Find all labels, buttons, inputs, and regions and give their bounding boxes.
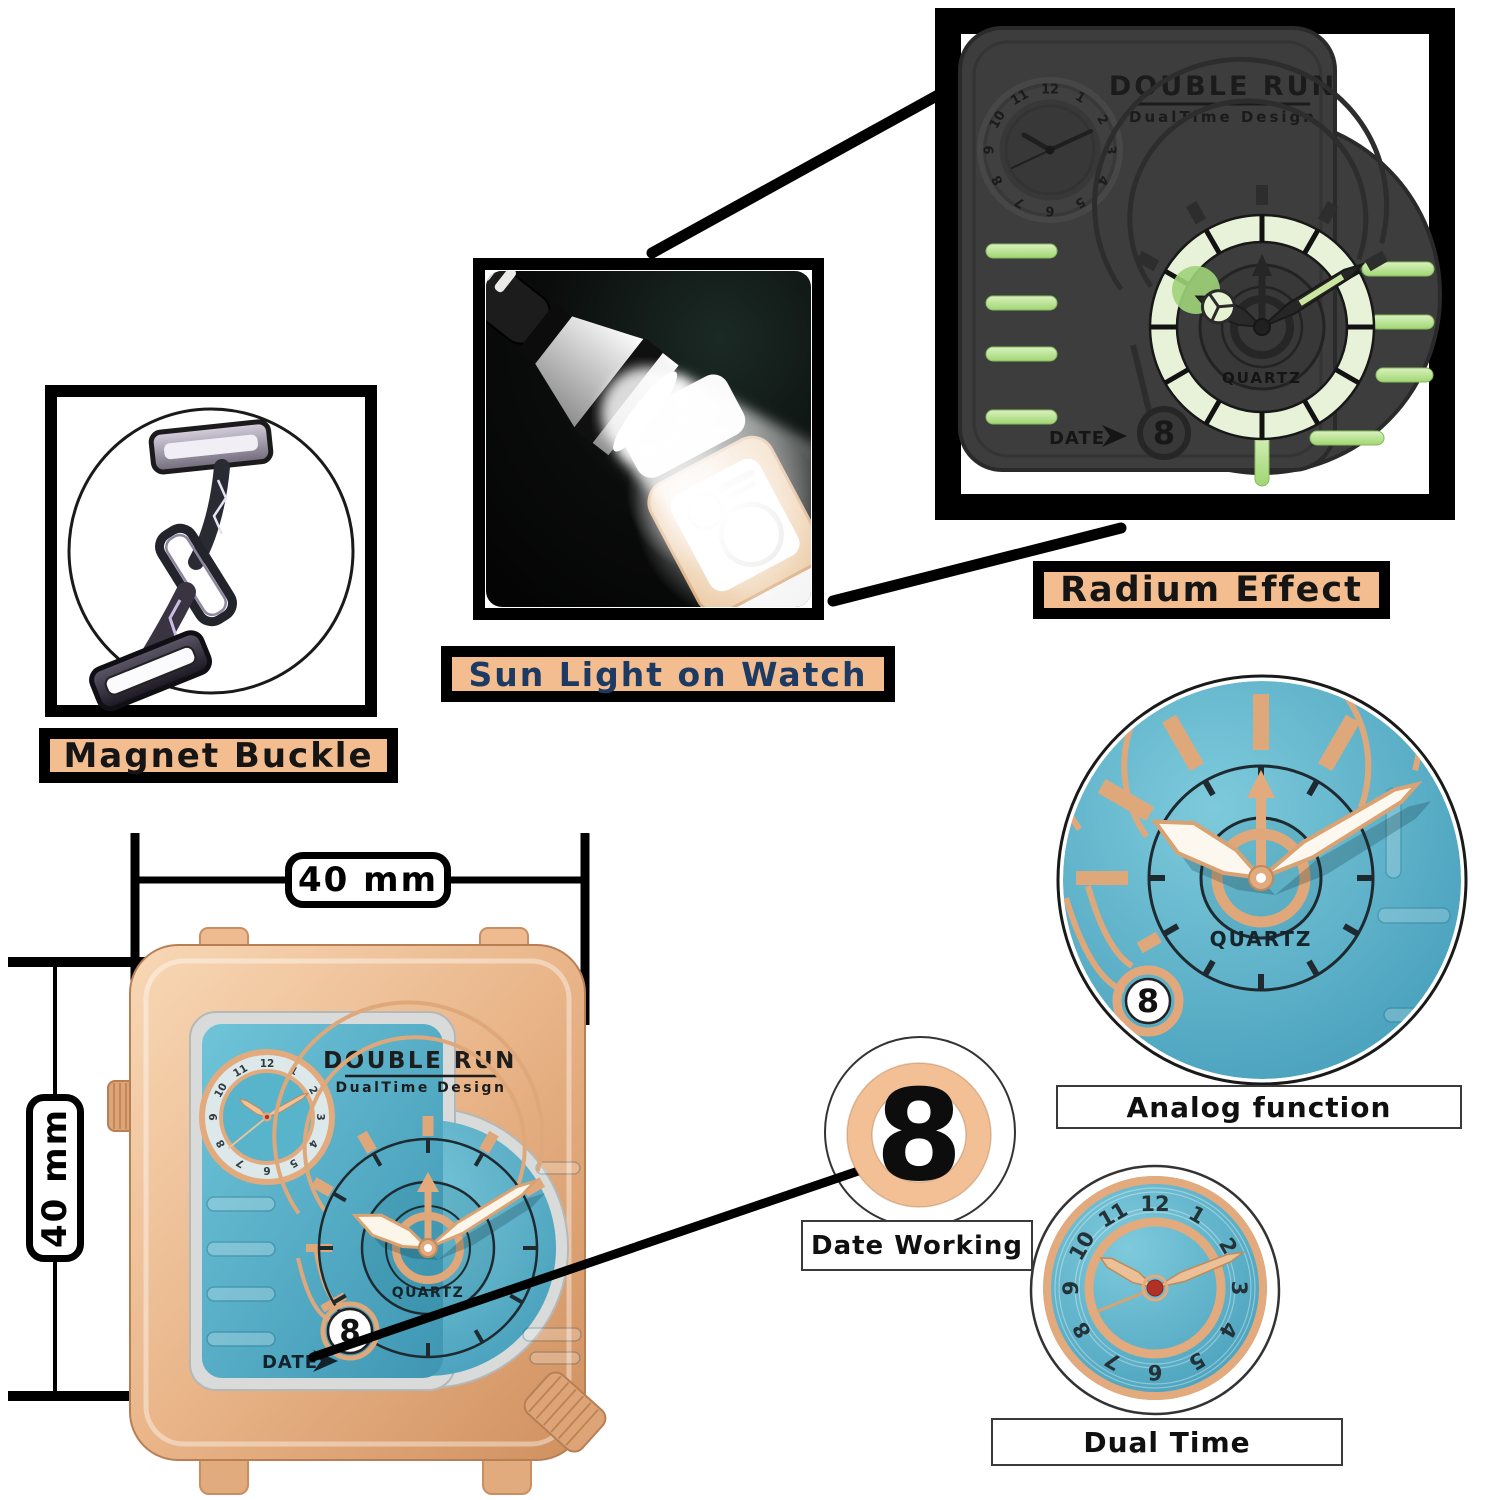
- dual-numeral: 3: [1227, 1281, 1251, 1296]
- analog-function-label-text: Analog function: [1126, 1090, 1392, 1124]
- sunlight-panel: [473, 258, 824, 620]
- dual-numeral: 9: [1059, 1281, 1083, 1296]
- radium-effect-label: Radium Effect: [1033, 561, 1390, 619]
- main-subdial-numeral: 3: [314, 1113, 326, 1120]
- main-subdial-numeral: 12: [260, 1058, 275, 1070]
- date-working-label: Date Working: [801, 1220, 1033, 1271]
- radium-minute-hand: [1261, 262, 1366, 328]
- main-watch: DOUBLE RUN DualTime Design 12 1 2 3 4 5 …: [107, 927, 607, 1495]
- radium-subdial: 12 1 2 3 4 5 6 7 8 9 10 11: [977, 77, 1123, 223]
- date-working-circle: 8: [308, 1036, 1016, 1362]
- analog-function-circle: QUARTZ 8: [1056, 674, 1468, 1086]
- height-dimension-label: 40 mm: [26, 1094, 84, 1262]
- dial-ridges: [206, 1161, 582, 1365]
- radium-hour-hand: [1194, 289, 1265, 329]
- radium-subdial-numeral: 9: [983, 145, 998, 154]
- light-beam: [616, 373, 811, 607]
- sunlight-label-text: Sun Light on Watch: [468, 654, 868, 694]
- radium-watch-face: 12 1 2 3 4 5 6 7 8 9 10 11 DOUBLE RU: [958, 26, 1442, 487]
- analog-movement-label: QUARTZ: [1210, 927, 1313, 951]
- radium-subdial-numeral: 3: [1103, 145, 1118, 154]
- dual-hands: [1096, 1251, 1246, 1313]
- radium-brand-line2: DualTime Design: [1129, 108, 1317, 126]
- analog-hour-hand: [1151, 819, 1267, 881]
- connector-line-top: [646, 88, 946, 259]
- main-crown-bottom: [523, 1371, 607, 1453]
- dual-numeral: 12: [1140, 1192, 1169, 1216]
- main-subdial-numeral: 6: [263, 1164, 270, 1176]
- radium-movement-label: QUARTZ: [1222, 369, 1302, 387]
- radium-main-dial: QUARTZ 8 DATE: [1049, 56, 1390, 460]
- connector-line-bottom: [827, 522, 1127, 607]
- radium-subdial-numeral: 12: [1041, 83, 1059, 98]
- radium-effect-label-text: Radium Effect: [1060, 570, 1363, 610]
- main-subdial: 12 1 2 3 4 5 6 7 8 9 10 11: [199, 1049, 335, 1185]
- radium-date-value: 8: [1153, 414, 1175, 452]
- magnet-buckle: [89, 419, 274, 712]
- radium-subdial-numeral: 6: [1045, 203, 1054, 218]
- magnet-buckle-label-text: Magnet Buckle: [63, 735, 374, 776]
- date-working-label-text: Date Working: [810, 1230, 1023, 1261]
- width-dimension-label: 40 mm: [285, 852, 451, 908]
- main-minute-hand: [427, 1178, 540, 1250]
- main-brand-line1: DOUBLE RUN: [323, 1048, 517, 1074]
- radium-date-arrow: [1102, 425, 1127, 447]
- radium-date-window: 8: [1137, 406, 1191, 460]
- magnet-panel: [45, 385, 377, 717]
- analog-date-value: 8: [1137, 982, 1159, 1020]
- main-date-label: DATE: [262, 1352, 318, 1373]
- analog-function-label: Analog function: [1056, 1085, 1462, 1129]
- zoom-connector-lines: [646, 88, 1127, 607]
- radium-date-label: DATE: [1049, 428, 1105, 449]
- main-brand-line2: DualTime Design: [336, 1080, 507, 1096]
- radium-panel: 12 1 2 3 4 5 6 7 8 9 10 11 DOUBLE RU: [935, 8, 1455, 520]
- dual-time-circle: 12 1 2 3 4 5 6 7 8 9 10 11: [1029, 1164, 1281, 1416]
- date-working-value: 8: [875, 1062, 963, 1209]
- analog-date-window: 8: [1112, 965, 1184, 1037]
- main-hour-hand: [351, 1213, 432, 1250]
- main-movement-label: QUARTZ: [392, 1285, 465, 1301]
- width-dimension-text: 40 mm: [297, 860, 438, 900]
- date-pointer-line: [308, 1161, 878, 1362]
- d​ual-time-label-text: Dual Time: [1083, 1425, 1251, 1459]
- dual-time-label: Dual Time: [991, 1418, 1343, 1466]
- magnet-buckle-label: Magnet Buckle: [39, 728, 398, 783]
- analog-minute-hand: [1259, 780, 1423, 880]
- sunlight-label: Sun Light on Watch: [441, 646, 895, 702]
- main-subdial-numeral: 9: [208, 1113, 220, 1120]
- height-dimension-text: 40 mm: [35, 1107, 76, 1249]
- dual-numeral: 6: [1148, 1360, 1163, 1384]
